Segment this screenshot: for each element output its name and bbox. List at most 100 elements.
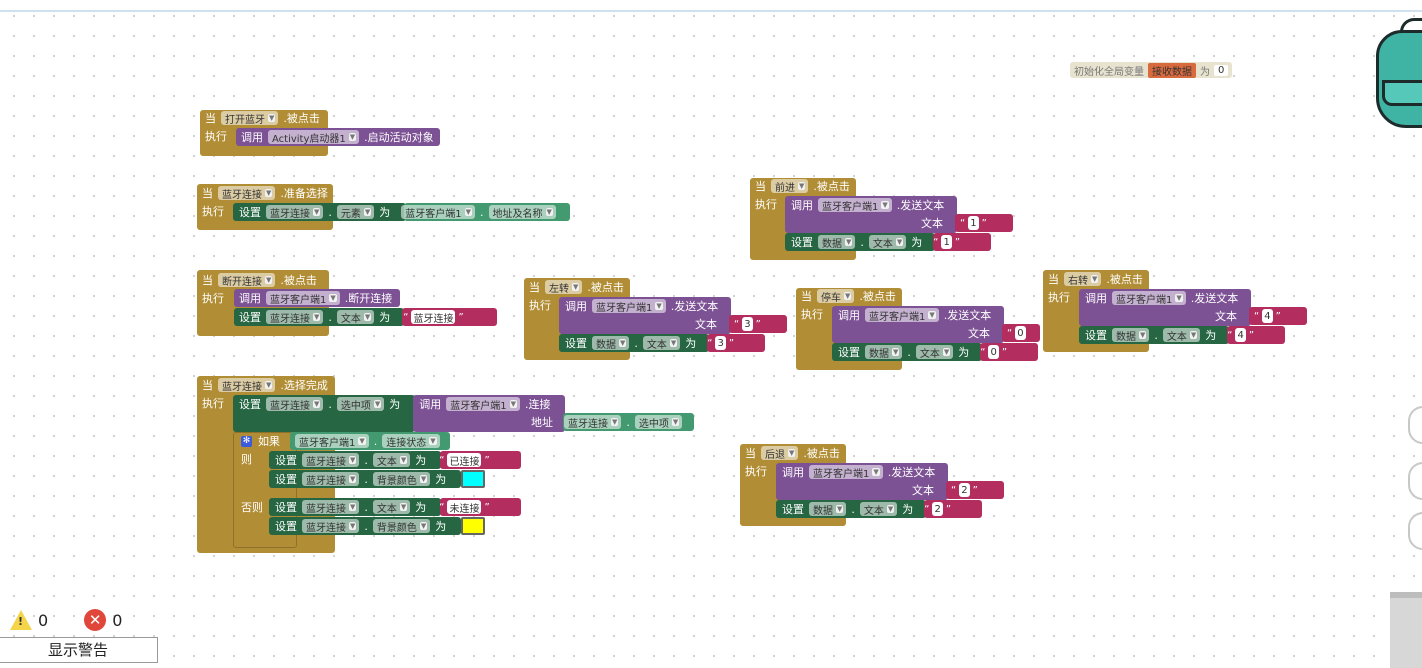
top-border: [0, 0, 1422, 12]
text-string[interactable]: 已连接: [447, 453, 482, 468]
component-dropdown[interactable]: 蓝牙客户端1▼: [295, 434, 369, 449]
warning-icon[interactable]: !: [10, 610, 32, 630]
component-dropdown[interactable]: 打开蓝牙▼: [221, 111, 279, 126]
component-dropdown[interactable]: 蓝牙连接▼: [266, 310, 324, 325]
do-label: 执行: [755, 198, 777, 211]
when-label: 当: [745, 447, 756, 460]
component-dropdown[interactable]: 蓝牙客户端1▼: [446, 397, 521, 412]
component-dropdown[interactable]: 停车▼: [817, 289, 855, 304]
component-dropdown[interactable]: 蓝牙连接▼: [302, 453, 360, 468]
component-dropdown[interactable]: 蓝牙客户端1▼: [401, 205, 476, 220]
component-dropdown[interactable]: 蓝牙连接▼: [218, 378, 276, 393]
chevron-down-icon: ▼: [349, 475, 357, 483]
text-string[interactable]: 2: [932, 502, 943, 516]
component-dropdown[interactable]: 数据▼: [809, 502, 847, 517]
dot-label: .: [328, 205, 332, 219]
property-dropdown[interactable]: 文本▼: [859, 502, 898, 517]
text-string[interactable]: 3: [742, 317, 753, 331]
as-label: 为: [958, 346, 970, 359]
method-label: .发送文本: [670, 300, 719, 313]
text-string[interactable]: 0: [988, 345, 999, 359]
chevron-down-icon: ▼: [265, 189, 273, 197]
property-dropdown[interactable]: 背景颜色▼: [372, 519, 431, 534]
chevron-down-icon: ▼: [349, 503, 357, 511]
property-dropdown[interactable]: 元素▼: [336, 205, 375, 220]
component-dropdown[interactable]: 蓝牙客户端1▼: [592, 299, 666, 314]
set-label: 设置: [275, 501, 297, 514]
component-dropdown[interactable]: 蓝牙连接▼: [302, 500, 360, 515]
global-var-as: 为: [1200, 66, 1210, 78]
global-variable-block[interactable]: 初始化全局变量 接收数据 为 0: [1070, 62, 1233, 78]
component-dropdown[interactable]: 数据▼: [1112, 328, 1150, 343]
component-dropdown[interactable]: 蓝牙连接▼: [266, 397, 324, 412]
property-dropdown[interactable]: 文本▼: [372, 453, 411, 468]
else-label: 否则: [241, 501, 263, 514]
component-dropdown[interactable]: 左转▼: [545, 280, 583, 295]
error-icon[interactable]: ✕: [84, 609, 107, 631]
component-dropdown[interactable]: 数据▼: [865, 345, 903, 360]
property-dropdown[interactable]: 文本▼: [1162, 328, 1201, 343]
warning-count: 0: [38, 610, 49, 630]
component-dropdown[interactable]: 蓝牙连接▼: [218, 186, 276, 201]
component-dropdown[interactable]: 前进▼: [771, 179, 809, 194]
backpack-icon[interactable]: [1376, 30, 1422, 128]
dot-label: .: [860, 235, 864, 249]
property-dropdown[interactable]: 选中项▼: [634, 415, 683, 430]
event-label: .准备选择: [280, 187, 328, 200]
property-dropdown[interactable]: 文本▼: [336, 310, 375, 325]
component-dropdown[interactable]: 右转▼: [1064, 272, 1102, 287]
dot-label: .: [626, 415, 630, 429]
component-dropdown[interactable]: 断开连接▼: [218, 273, 276, 288]
as-label: 为: [435, 473, 447, 486]
property-dropdown[interactable]: 选中项▼: [336, 397, 385, 412]
color-block-cyan[interactable]: [461, 470, 485, 488]
component-dropdown[interactable]: 蓝牙客户端1▼: [1112, 291, 1186, 306]
show-warnings-button[interactable]: 显示警告: [0, 637, 158, 663]
color-block-yellow[interactable]: [461, 517, 485, 535]
text-string[interactable]: 0: [1015, 326, 1026, 340]
zoom-out-icon[interactable]: [1408, 512, 1422, 550]
when-label: 当: [202, 379, 213, 392]
dot-label: .: [373, 434, 378, 448]
set-label: 设置: [838, 346, 860, 359]
zoom-in-icon[interactable]: [1408, 462, 1422, 500]
text-string[interactable]: 蓝牙连接: [411, 310, 456, 325]
text-string[interactable]: 4: [1235, 328, 1246, 342]
text-string[interactable]: 4: [1262, 309, 1273, 323]
global-var-name[interactable]: 接收数据: [1148, 62, 1196, 78]
property-dropdown[interactable]: 文本▼: [915, 345, 954, 360]
zoom-reset-icon[interactable]: [1408, 406, 1422, 444]
text-string[interactable]: 1: [968, 216, 979, 230]
dot-label: .: [634, 336, 638, 350]
text-string[interactable]: 2: [959, 483, 970, 497]
property-dropdown[interactable]: 文本▼: [372, 500, 411, 515]
property-dropdown[interactable]: 地址及名称▼: [488, 205, 556, 220]
property-dropdown[interactable]: 文本▼: [642, 336, 681, 351]
chevron-down-icon: ▼: [419, 475, 428, 483]
component-dropdown[interactable]: 蓝牙连接▼: [302, 519, 360, 534]
chevron-down-icon: ▼: [928, 311, 936, 319]
component-dropdown[interactable]: 后退▼: [761, 446, 799, 461]
component-dropdown[interactable]: 蓝牙连接▼: [302, 472, 360, 487]
component-dropdown[interactable]: 数据▼: [818, 235, 856, 250]
trash-can-icon[interactable]: [1390, 592, 1422, 668]
property-dropdown[interactable]: 文本▼: [868, 235, 907, 250]
text-string[interactable]: 3: [715, 336, 726, 350]
text-string[interactable]: 1: [941, 235, 952, 249]
set-label: 设置: [239, 311, 261, 324]
component-dropdown[interactable]: Activity启动器1▼: [268, 130, 360, 145]
component-dropdown[interactable]: 蓝牙连接▼: [266, 205, 324, 220]
component-dropdown[interactable]: 蓝牙客户端1▼: [818, 198, 892, 213]
property-dropdown[interactable]: 背景颜色▼: [372, 472, 431, 487]
component-dropdown[interactable]: 蓝牙客户端1▼: [865, 308, 939, 323]
text-string[interactable]: 未连接: [447, 500, 482, 515]
component-dropdown[interactable]: 数据▼: [592, 336, 630, 351]
component-dropdown[interactable]: 蓝牙客户端1▼: [809, 465, 883, 480]
gear-icon[interactable]: ✻: [241, 435, 252, 447]
property-dropdown[interactable]: 连接状态▼: [382, 434, 440, 449]
method-label: .断开连接: [344, 292, 393, 305]
component-dropdown[interactable]: 蓝牙连接▼: [564, 415, 622, 430]
global-var-value[interactable]: 0: [1214, 64, 1229, 76]
component-dropdown[interactable]: 蓝牙客户端1▼: [266, 291, 340, 306]
when-label: 当: [202, 187, 213, 200]
